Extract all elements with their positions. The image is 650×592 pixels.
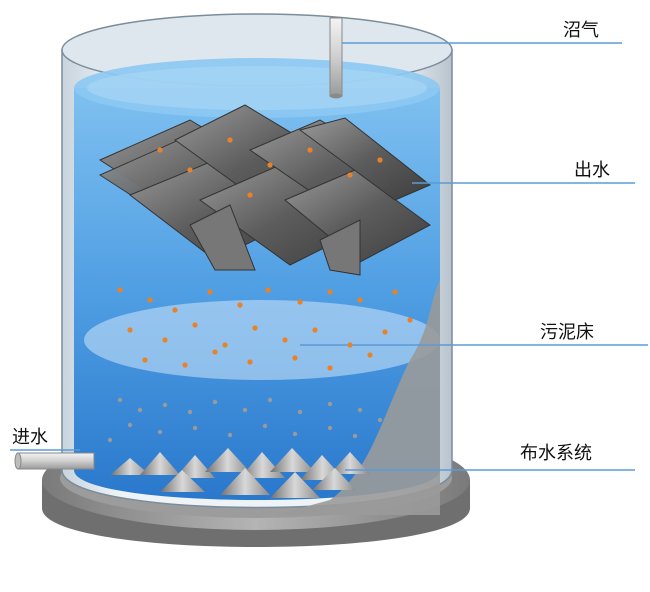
particle xyxy=(327,365,333,371)
particle xyxy=(192,322,198,328)
label-sludge-bed: 污泥床 xyxy=(540,322,594,343)
particle xyxy=(307,147,313,153)
particle xyxy=(222,342,228,348)
particle xyxy=(297,409,303,415)
particle xyxy=(327,425,333,431)
particle xyxy=(117,287,123,293)
particle xyxy=(187,409,193,415)
particle xyxy=(377,417,383,423)
particle xyxy=(327,401,333,407)
particle xyxy=(157,429,163,435)
particle xyxy=(227,432,233,438)
particle xyxy=(212,349,218,355)
three-phase-separator xyxy=(98,104,431,276)
particle xyxy=(147,297,153,303)
particle xyxy=(367,352,373,358)
label-inlet: 进水 xyxy=(12,427,48,448)
particle xyxy=(282,337,288,343)
particle xyxy=(157,147,163,153)
particle xyxy=(247,359,253,365)
particle xyxy=(407,317,413,323)
sludge-particles xyxy=(107,137,413,443)
label-biogas: 沼气 xyxy=(563,20,599,41)
particle xyxy=(292,355,298,361)
particle xyxy=(227,137,233,143)
particle xyxy=(262,423,268,429)
particle xyxy=(392,289,398,295)
distribution-cones xyxy=(110,448,370,498)
particle xyxy=(312,327,318,333)
particle xyxy=(347,342,353,348)
particle xyxy=(107,437,113,443)
inlet-pipe xyxy=(14,452,95,470)
particle xyxy=(142,357,148,363)
leader-lines xyxy=(10,42,648,471)
particle xyxy=(207,289,213,295)
particle xyxy=(247,192,253,198)
particle xyxy=(187,167,193,173)
label-distribution-system: 布水系统 xyxy=(520,443,592,464)
particle xyxy=(127,327,133,333)
particle xyxy=(212,399,218,405)
particle xyxy=(327,289,333,295)
label-outlet: 出水 xyxy=(574,160,610,181)
particle xyxy=(252,325,258,331)
sludge-deposit xyxy=(275,280,440,515)
particle xyxy=(357,297,363,303)
particle xyxy=(347,172,353,178)
particle xyxy=(182,362,188,368)
particle xyxy=(242,407,248,413)
particle xyxy=(137,407,143,413)
particle xyxy=(117,397,123,403)
particle xyxy=(162,337,168,343)
particle xyxy=(127,422,133,428)
particle xyxy=(172,307,178,313)
particle xyxy=(267,162,273,168)
particle xyxy=(357,407,363,413)
particle xyxy=(265,287,271,293)
biogas-pipe xyxy=(329,17,343,99)
particle xyxy=(267,397,273,403)
particle xyxy=(352,433,358,439)
particle xyxy=(382,329,388,335)
particle xyxy=(377,157,383,163)
particle xyxy=(162,402,168,408)
particle xyxy=(292,431,298,437)
particle xyxy=(192,425,198,431)
particle xyxy=(237,302,243,308)
sludge-bed-zone xyxy=(84,300,440,380)
particle xyxy=(297,299,303,305)
